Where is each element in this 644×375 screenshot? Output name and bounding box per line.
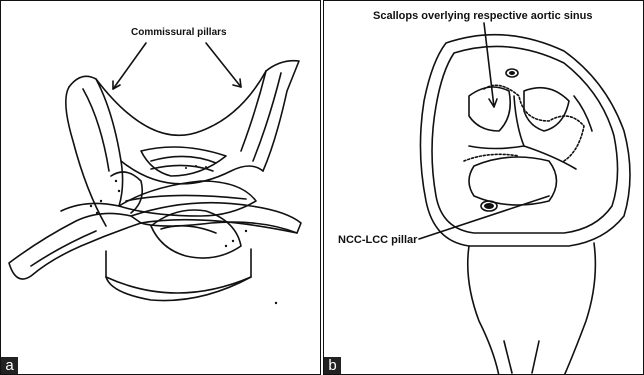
panel-b-letter: b xyxy=(324,357,341,374)
left-arm xyxy=(9,213,141,279)
commissural-pillars-label: Commissural pillars xyxy=(131,27,227,38)
scallops-label: Scallops overlying respective aortic sin… xyxy=(373,10,592,22)
aortic-valve-drawing-b xyxy=(324,1,644,375)
left-pillar xyxy=(69,76,123,206)
arrow-left xyxy=(113,43,146,89)
base-cylinder xyxy=(106,249,251,293)
arrow-right xyxy=(206,43,241,87)
aortic-root-outline xyxy=(420,35,630,246)
ncc-lcc-pillar-label: NCC-LCC pillar xyxy=(338,234,417,246)
panel-b: Scallops overlying respective aortic sin… xyxy=(323,0,644,375)
tube-right xyxy=(564,243,595,375)
aortic-valve-drawing-a xyxy=(1,1,321,375)
tube-left xyxy=(468,246,499,375)
sinus-scallop-2 xyxy=(524,88,569,131)
panel-a: Commissural pillars a xyxy=(0,0,321,375)
pointer-scallops xyxy=(484,23,494,107)
panel-a-letter: a xyxy=(1,357,18,374)
cusp-lower xyxy=(151,210,241,258)
sinus-scallop-1 xyxy=(469,87,510,131)
